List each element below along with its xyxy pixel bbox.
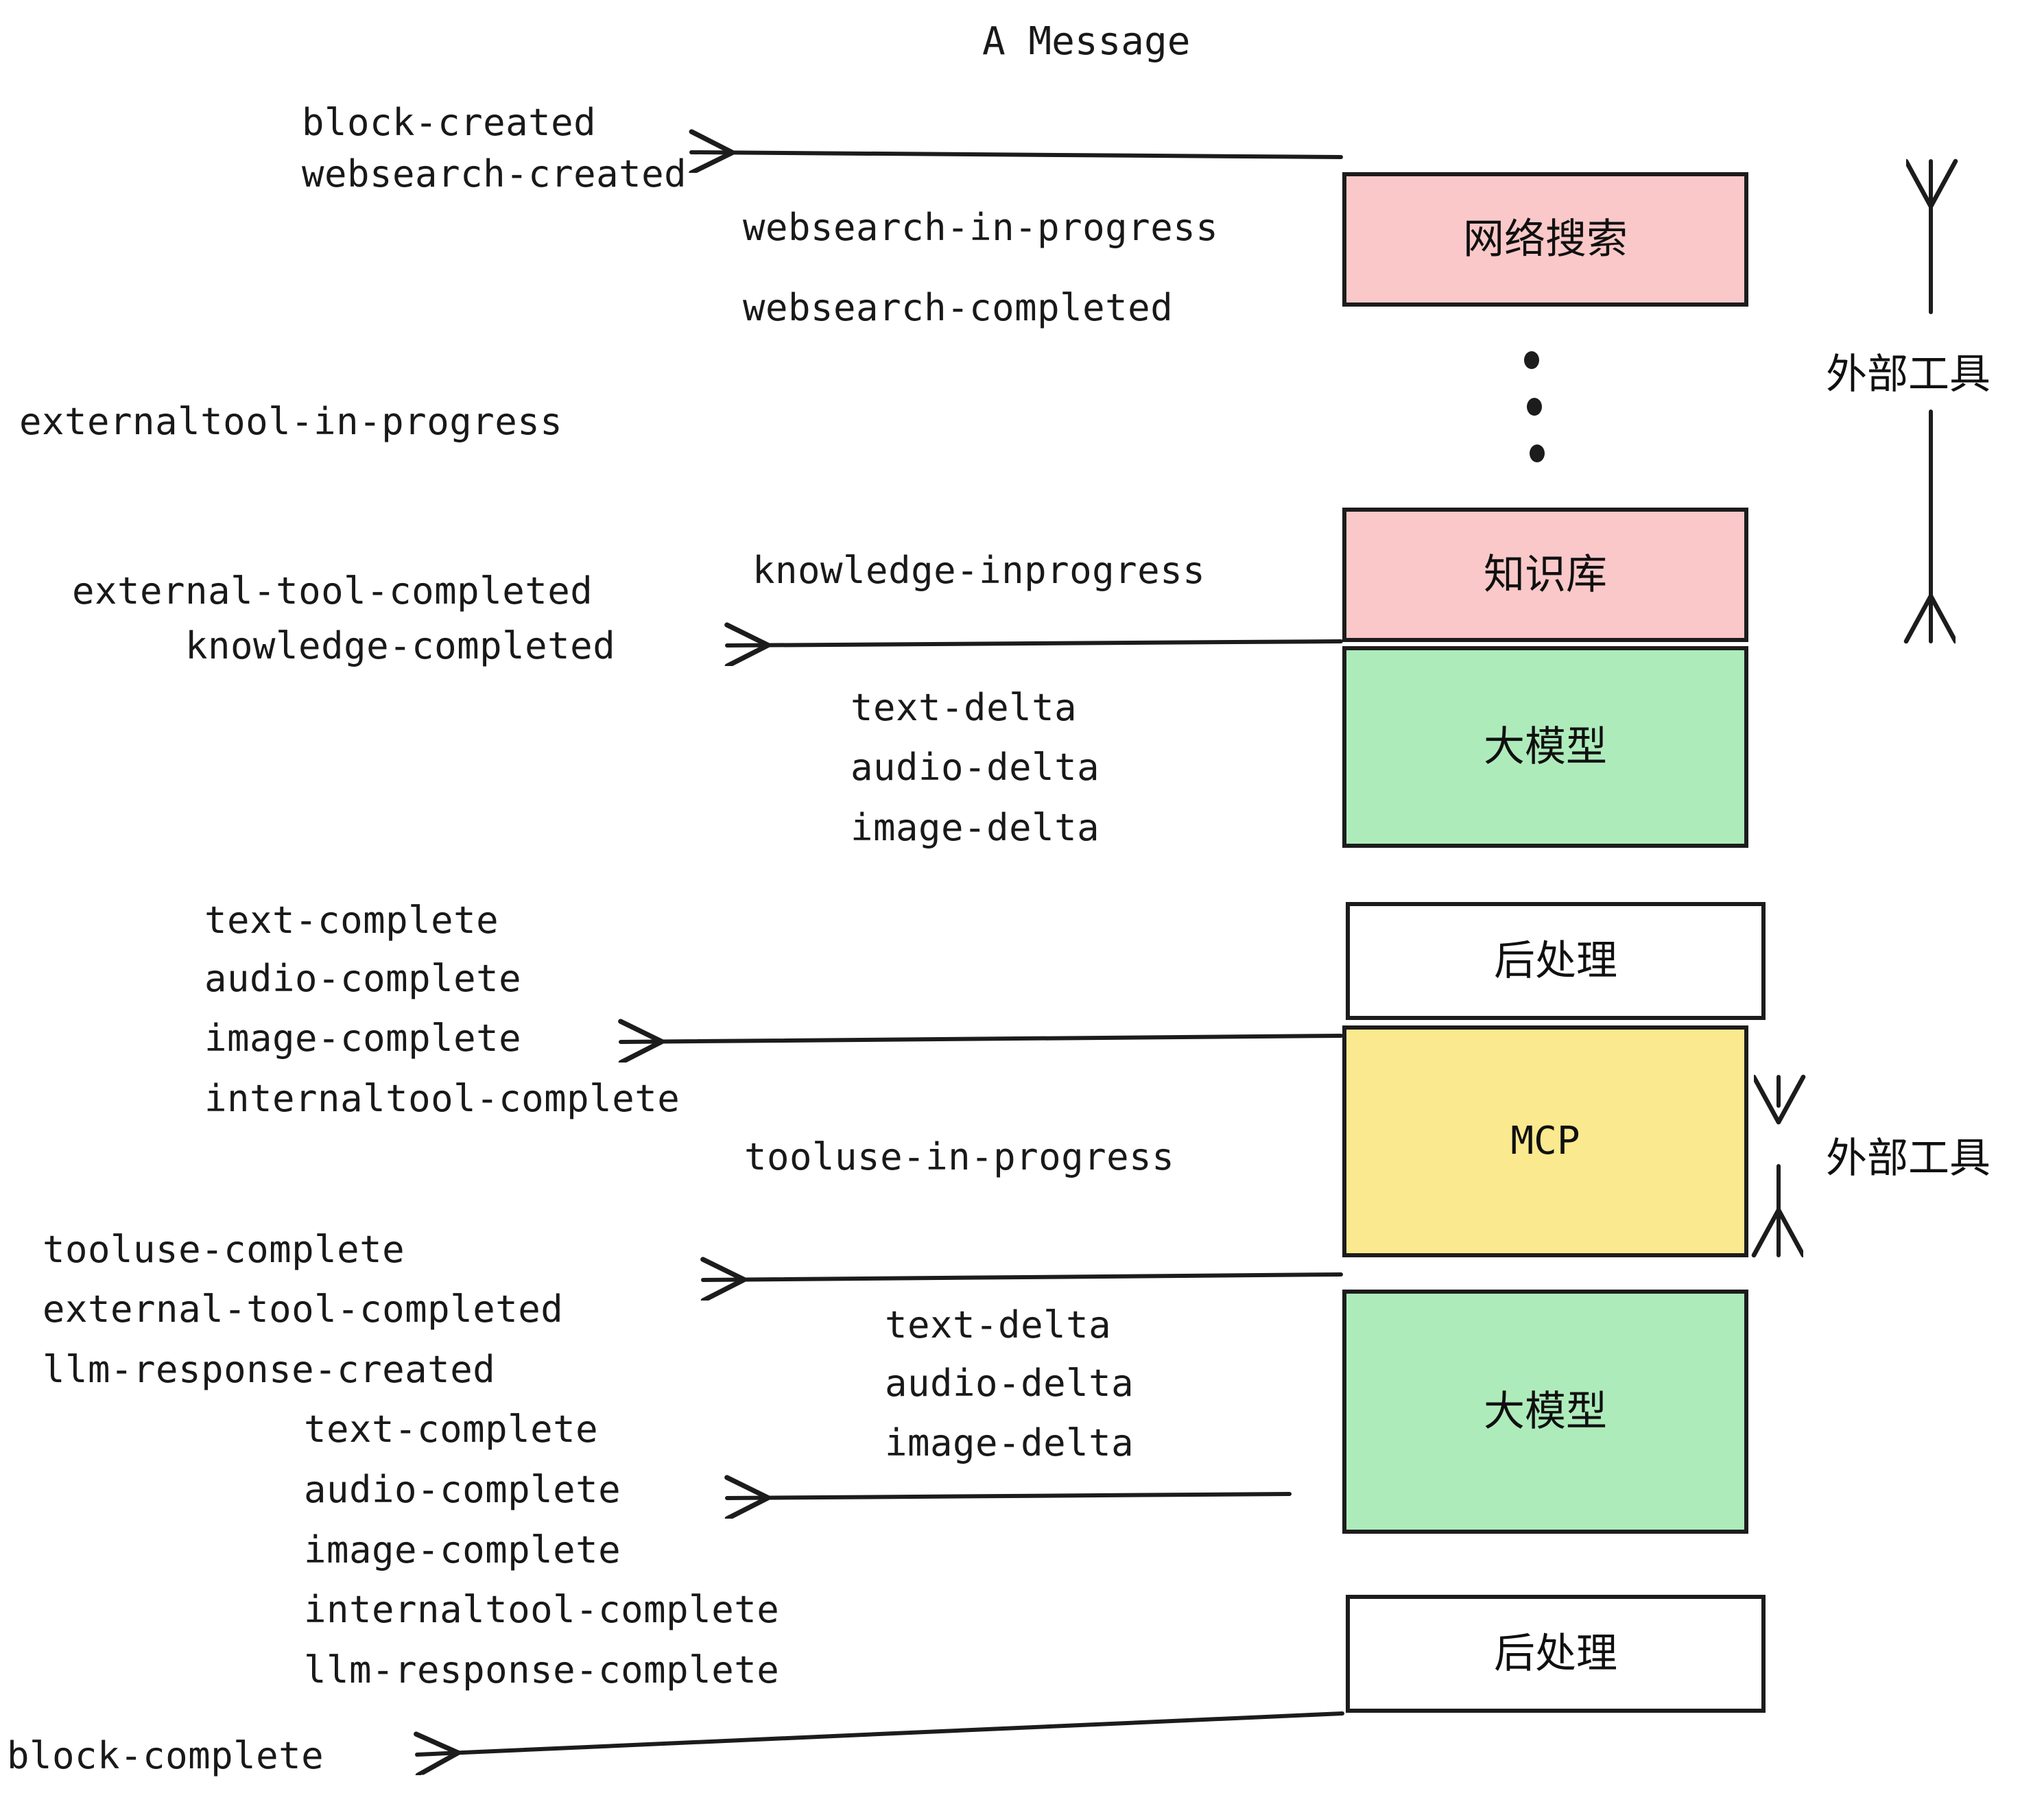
node-label: 大模型	[1484, 723, 1607, 771]
event-label-audio-complete-2: audio-complete	[304, 1468, 621, 1511]
event-label-external-tool-completed-2: external-tool-completed	[43, 1287, 564, 1331]
event-label-knowledge-inprogress: knowledge-inprogress	[752, 549, 1206, 592]
event-label-websearch-completed: websearch-completed	[743, 286, 1174, 329]
event-label-audio-delta-1: audio-delta	[851, 746, 1100, 789]
arrow-postbottom-out	[417, 1711, 1344, 1755]
event-label-websearch-created: websearch-created	[302, 152, 687, 195]
node-label: MCP	[1510, 1119, 1580, 1163]
node-knowledge[interactable]: 知识库	[1342, 508, 1748, 642]
node-label: 后处理	[1494, 937, 1617, 985]
event-label-external-tool-completed-1: external-tool-completed	[72, 569, 593, 613]
event-label-image-delta-1: image-delta	[851, 806, 1100, 849]
scope-arrows	[1779, 161, 1931, 1255]
event-label-block-complete: block-complete	[7, 1734, 324, 1777]
event-label-text-delta-1: text-delta	[851, 686, 1078, 729]
node-post-bottom[interactable]: 后处理	[1346, 1595, 1766, 1713]
event-label-tooluse-in-progress: tooluse-in-progress	[744, 1135, 1175, 1178]
node-label: 知识库	[1484, 551, 1607, 599]
arrow-websearch-out	[691, 152, 1343, 157]
arrow-mcp-out	[703, 1274, 1343, 1280]
event-label-llm-response-complete: llm-response-complete	[304, 1648, 780, 1692]
event-label-block-created: block-created	[302, 101, 597, 144]
ellipsis-dot	[1527, 398, 1542, 416]
side-label-external-tools-top: 外部工具	[1826, 351, 1990, 399]
node-post-top[interactable]: 后处理	[1346, 902, 1766, 1020]
event-label-text-complete-2: text-complete	[304, 1408, 599, 1451]
node-llm-top[interactable]: 大模型	[1342, 646, 1748, 848]
event-label-image-delta-2: image-delta	[885, 1421, 1134, 1464]
node-mcp[interactable]: MCP	[1342, 1025, 1748, 1257]
side-label-external-tools-bottom: 外部工具	[1826, 1135, 1990, 1183]
event-label-image-complete-2: image-complete	[304, 1528, 621, 1571]
page-title: A Message	[982, 19, 1191, 64]
event-label-internaltool-complete-1: internaltool-complete	[204, 1077, 680, 1120]
event-label-llm-response-created: llm-response-created	[43, 1348, 496, 1391]
event-label-knowledge-completed: knowledge-completed	[185, 624, 616, 667]
ellipsis-dot	[1524, 351, 1539, 369]
ellipsis-dot	[1530, 444, 1545, 462]
node-label: 大模型	[1484, 1388, 1607, 1436]
event-label-audio-delta-2: audio-delta	[885, 1362, 1134, 1405]
connector-arrows	[417, 152, 1344, 1755]
node-label: 后处理	[1494, 1630, 1617, 1678]
event-label-text-complete-1: text-complete	[204, 899, 499, 942]
node-websearch[interactable]: 网络搜索	[1342, 172, 1748, 307]
arrow-posttop-out	[621, 1036, 1343, 1042]
event-label-externaltool-in-progress: externaltool-in-progress	[19, 400, 563, 443]
node-llm-bottom[interactable]: 大模型	[1342, 1290, 1748, 1534]
event-label-text-delta-2: text-delta	[885, 1303, 1112, 1346]
event-label-internaltool-complete-2: internaltool-complete	[304, 1588, 780, 1631]
event-label-audio-complete-1: audio-complete	[204, 957, 522, 1000]
event-label-tooluse-complete: tooluse-complete	[43, 1228, 405, 1271]
event-label-websearch-in-progress: websearch-in-progress	[743, 206, 1219, 249]
arrow-knowledge-out	[727, 641, 1343, 645]
node-label: 网络搜索	[1463, 215, 1628, 263]
arrow-llmbottom-out	[727, 1494, 1292, 1498]
event-label-image-complete-1: image-complete	[204, 1017, 522, 1060]
